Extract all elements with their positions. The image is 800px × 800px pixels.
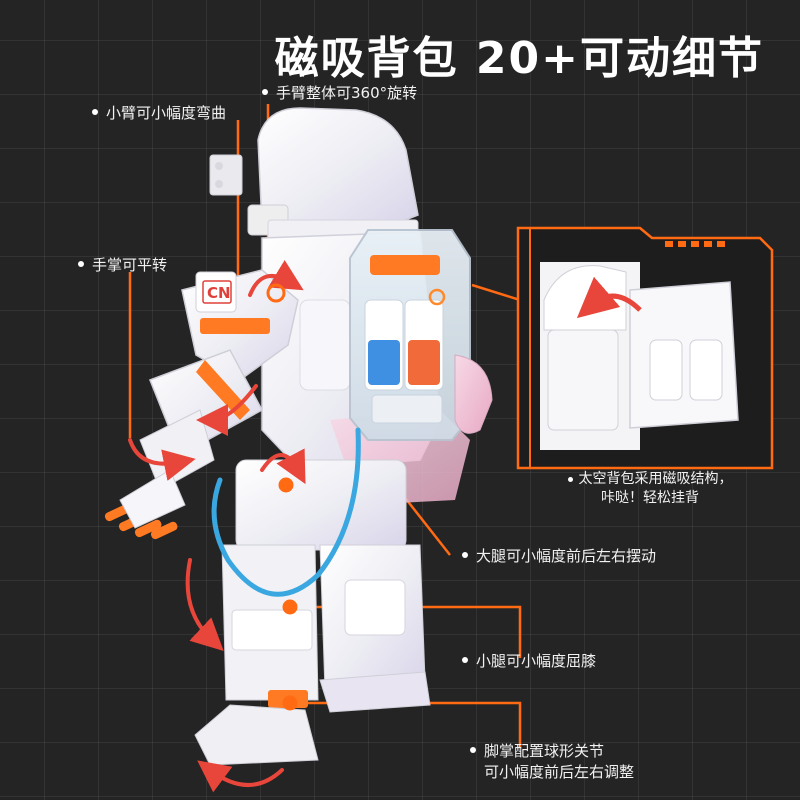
callout-foot: 脚掌配置球形关节 可小幅度前后左右调整 — [470, 741, 634, 783]
cn-badge-text: CN — [207, 284, 231, 302]
bullet-dot-icon — [462, 656, 468, 663]
helmet — [209, 107, 419, 241]
callout-foot-line1: 脚掌配置球形关节 — [484, 742, 605, 760]
blue-hose — [211, 427, 361, 597]
inset-caption-line1: 太空背包采用磁吸结构， — [578, 471, 733, 487]
inset-panel — [516, 226, 774, 470]
callout-thigh-text: 大腿可小幅度前后左右摆动 — [476, 547, 657, 565]
backpack — [349, 229, 471, 441]
callout-arm-rotate-text: 手臂整体可360°旋转 — [276, 84, 418, 102]
inset-caption-line2: 咔哒！轻松挂背 — [601, 490, 699, 506]
bullet-dot-icon — [92, 108, 98, 115]
joint-markers — [266, 283, 298, 711]
page-title: 磁吸背包 20+可动细节 — [274, 33, 764, 84]
callout-forearm: 小臂可小幅度弯曲 — [92, 102, 226, 124]
bullet-dot-icon — [262, 88, 268, 95]
callout-shin-text: 小腿可小幅度屈膝 — [476, 652, 597, 670]
callout-palm: 手掌可平转 — [78, 254, 167, 276]
bullet-dot-icon — [567, 476, 573, 482]
inset-caption: 太空背包采用磁吸结构， 咔哒！轻松挂背 — [530, 470, 770, 508]
callout-forearm-text: 小臂可小幅度弯曲 — [106, 104, 227, 122]
bullet-dot-icon — [462, 551, 468, 558]
motion-arrows — [128, 260, 306, 793]
bullet-dot-icon — [78, 260, 84, 267]
callout-arm-rotate: 手臂整体可360°旋转 — [262, 82, 417, 104]
callout-shin: 小腿可小幅度屈膝 — [462, 650, 596, 672]
callout-foot-line2: 可小幅度前后左右调整 — [484, 763, 635, 781]
callout-thigh: 大腿可小幅度前后左右摆动 — [462, 545, 656, 567]
callout-palm-text: 手掌可平转 — [92, 256, 168, 274]
bullet-dot-icon — [470, 746, 476, 753]
legs — [194, 459, 431, 766]
